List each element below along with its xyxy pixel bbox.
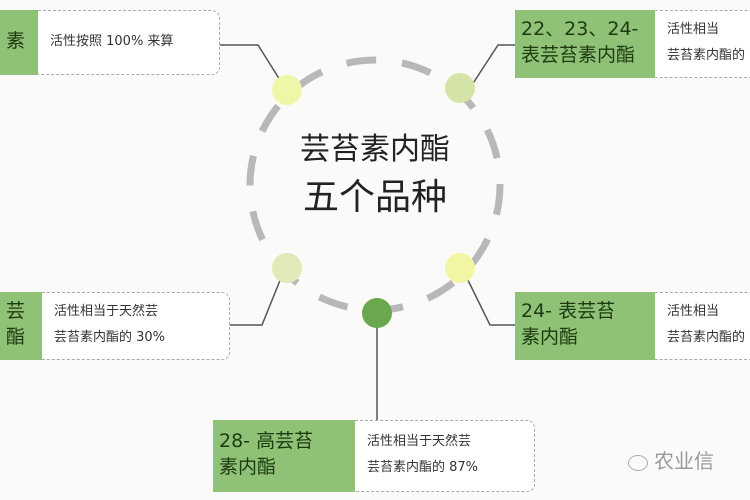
node-note: 活性相当于天然芸芸苔素内酯的 30% xyxy=(42,292,230,360)
node-title: 22、23、24- 表芸苔素内酯 xyxy=(515,10,655,78)
note-line: 活性相当于天然芸 xyxy=(367,434,472,449)
connector-line xyxy=(230,267,286,326)
note-line: 芸苔素内酯的 xyxy=(667,48,746,63)
watermark-text: 农业信 xyxy=(654,449,714,473)
title-line: 表芸苔素内酯 xyxy=(521,44,636,66)
center-line-2: 五个品种 xyxy=(302,177,447,218)
node-title: 芸酯 xyxy=(0,292,42,360)
connector-line xyxy=(220,44,286,89)
watermark: 农业信 xyxy=(628,445,714,474)
node-dot xyxy=(272,253,302,283)
node-title: 素 xyxy=(0,10,38,75)
wechat-icon xyxy=(628,454,648,471)
title-line: 酯 xyxy=(6,326,26,348)
title-line: 28- 高芸苔 xyxy=(219,430,314,452)
center-title: 芸苔素内酯 五个品种 xyxy=(275,128,475,224)
connector-line xyxy=(469,44,515,89)
center-line-1: 芸苔素内酯 xyxy=(300,132,450,167)
title-line: 24- 表芸苔 xyxy=(521,300,616,322)
note-line: 芸苔素内酯的 30% xyxy=(54,330,166,345)
note-line: 活性相当 xyxy=(667,304,720,319)
title-line: 芸 xyxy=(6,300,26,322)
note-line: 活性相当于天然芸 xyxy=(54,304,159,319)
node-dot xyxy=(272,75,302,105)
node-note: 活性相当于天然芸芸苔素内酯的 87% xyxy=(355,420,535,492)
note-line: 芸苔素内酯的 xyxy=(667,330,746,345)
note-line: 芸苔素内酯的 87% xyxy=(367,460,479,475)
title-line: 素 xyxy=(6,30,26,52)
node-title: 28- 高芸苔素内酯 xyxy=(213,420,355,492)
title-line: 素内酯 xyxy=(521,326,579,348)
node-note: 活性相当芸苔素内酯的 xyxy=(655,292,750,360)
title-line: 素内酯 xyxy=(219,456,277,478)
connector-line xyxy=(461,267,515,326)
node-dot xyxy=(445,73,475,103)
title-line: 22、23、24- xyxy=(521,18,639,40)
note-line: 活性按照 100% 来算 xyxy=(50,34,174,49)
node-dot xyxy=(445,253,475,283)
node-dot xyxy=(362,298,392,328)
note-line: 活性相当 xyxy=(667,22,720,37)
node-title: 24- 表芸苔素内酯 xyxy=(515,292,655,360)
node-note: 活性相当芸苔素内酯的 xyxy=(655,10,750,78)
node-note: 活性按照 100% 来算 xyxy=(38,10,220,75)
